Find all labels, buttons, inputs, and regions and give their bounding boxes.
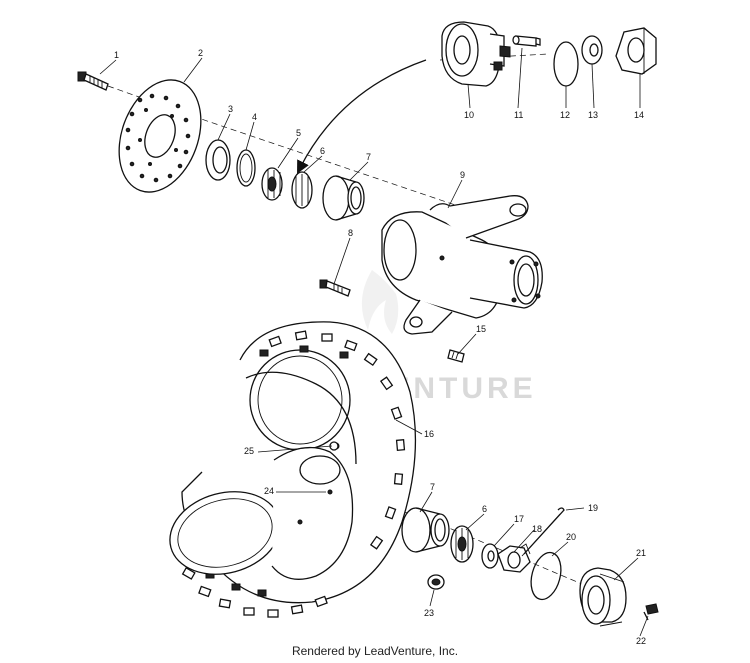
callout-7: 7	[366, 152, 371, 162]
callout-10: 10	[464, 110, 474, 120]
part-2-brake-disc	[118, 79, 202, 193]
callout-6: 6	[320, 146, 325, 156]
part-1-bolt	[77, 71, 109, 91]
callout-14: 14	[634, 110, 644, 120]
watermark-logo	[361, 270, 399, 334]
part-18-castle-nut	[497, 543, 531, 573]
part-13-washer	[581, 35, 603, 65]
part-15-bolt	[447, 349, 465, 363]
callout-11: 11	[514, 110, 523, 120]
callout-21: 21	[636, 548, 646, 558]
part-6-bearing	[291, 171, 313, 209]
part-4-snap-ring	[236, 149, 256, 187]
part-24-wheel-rim	[169, 442, 354, 580]
part-12-ring	[553, 41, 579, 87]
callout-25: 25	[244, 446, 254, 456]
callout-5: 5	[296, 128, 301, 138]
callout-19: 19	[588, 503, 598, 513]
footer-credit: Rendered by LeadVenture, Inc.	[291, 644, 459, 658]
callout-16: 16	[424, 429, 434, 439]
part-22-screw	[643, 603, 659, 621]
part-17-washer	[481, 543, 499, 569]
callout-18: 18	[532, 524, 542, 534]
part-11-pin	[512, 35, 541, 47]
part-9-hub-knuckle	[381, 195, 543, 335]
part-5-bearing	[261, 167, 283, 201]
callout-2: 2	[198, 48, 203, 58]
callout-24: 24	[264, 486, 274, 496]
callout-1: 1	[114, 50, 119, 60]
callout-8: 8	[348, 228, 353, 238]
part-19-cotter-pin	[521, 507, 565, 557]
callout-17: 17	[514, 514, 524, 524]
part-23-valve-nut	[427, 574, 445, 590]
part-14-nut	[615, 27, 657, 75]
axis-line-upper	[107, 85, 471, 211]
callout-7-lower: 7	[430, 482, 435, 492]
assembly-arrow	[297, 59, 427, 174]
part-20-o-ring	[530, 551, 562, 601]
part-10-hub-assembly	[441, 21, 511, 87]
callout-20: 20	[566, 532, 576, 542]
callout-4: 4	[252, 112, 257, 122]
callout-23: 23	[424, 608, 434, 618]
part-7-bearing-race	[322, 175, 365, 221]
part-3-seal	[205, 139, 231, 181]
part-7b-bearing-race	[401, 507, 450, 553]
callout-12: 12	[560, 110, 570, 120]
callout-15: 15	[476, 324, 486, 334]
callout-13: 13	[588, 110, 598, 120]
callout-9: 9	[460, 170, 465, 180]
part-6b-bearing	[450, 525, 474, 563]
callout-22: 22	[636, 636, 646, 646]
callout-3: 3	[228, 104, 233, 114]
callout-6-lower: 6	[482, 504, 487, 514]
callout-labels: 1 2 3 4 5 6 7 8 9 10 11 12 13 14 15 16 1…	[114, 48, 646, 646]
part-8-bolt	[319, 279, 351, 297]
leader-lines	[99, 47, 649, 637]
part-21-hub-cap	[579, 567, 627, 627]
